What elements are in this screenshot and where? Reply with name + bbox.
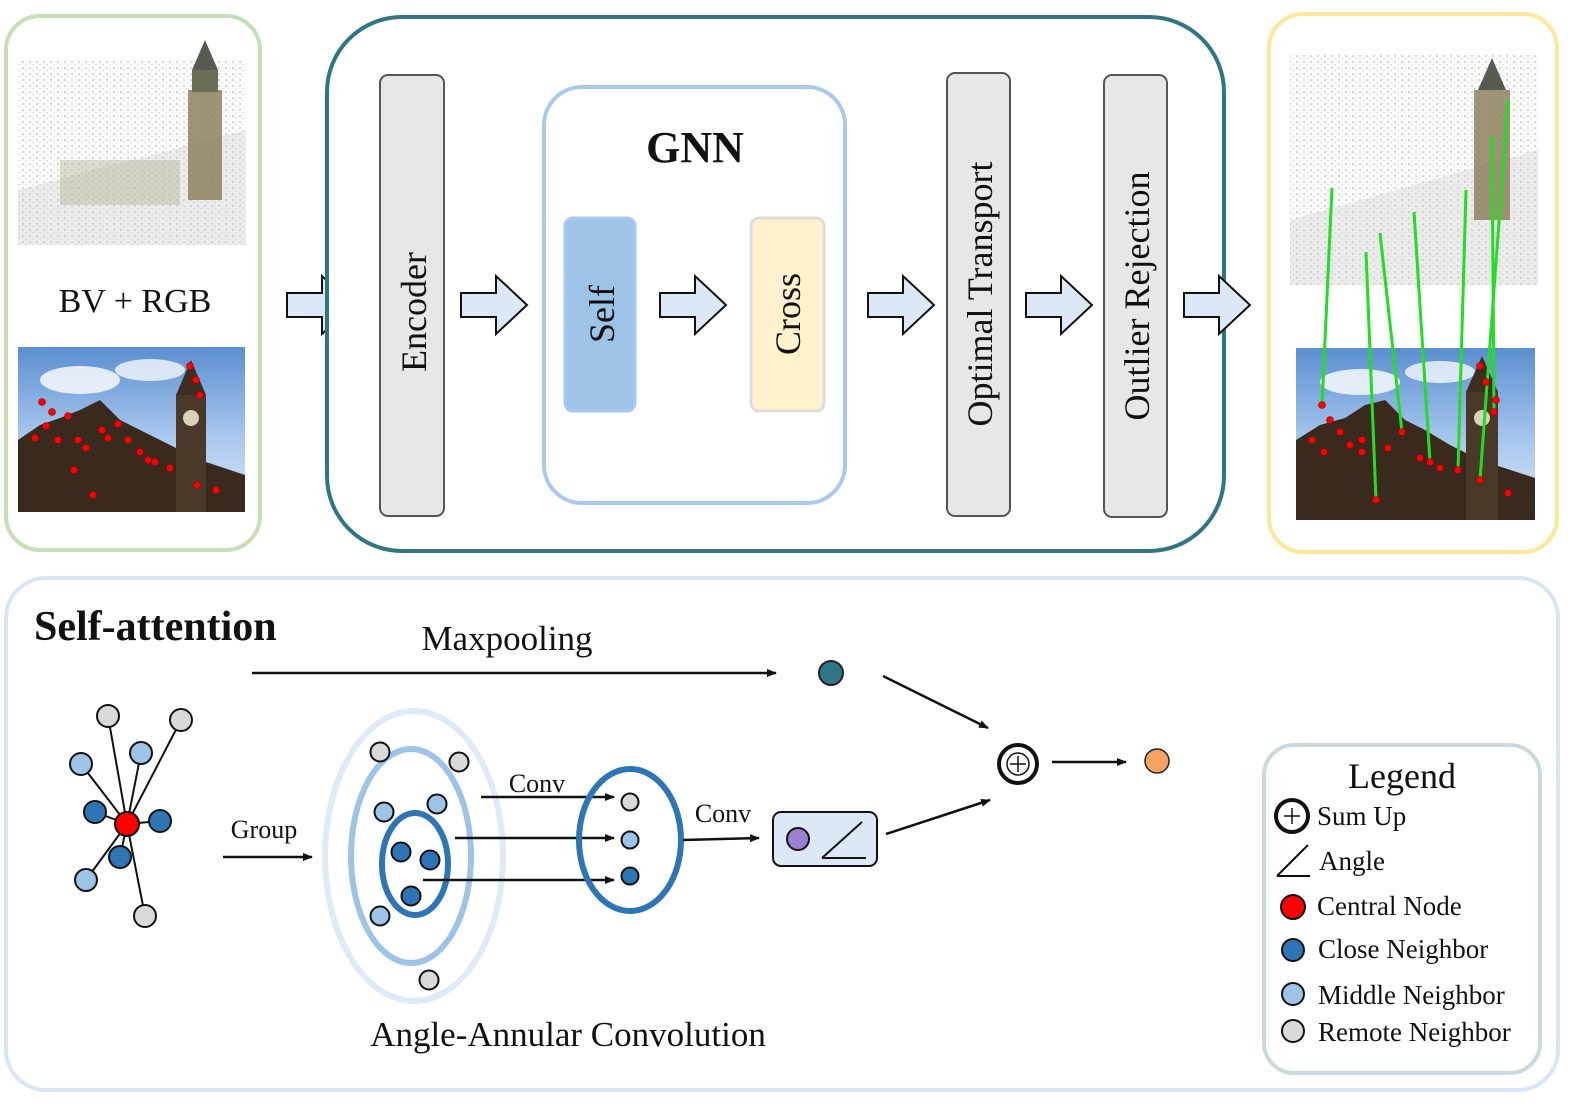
group-label: Group <box>231 815 297 844</box>
outlier-rejection-label: Outlier Rejection <box>1117 172 1157 421</box>
legend-border <box>1262 743 1542 1075</box>
flow-arrow-6 <box>1183 273 1252 337</box>
legend-label-close: Close Neighbor <box>1318 934 1488 964</box>
legend-label-remote: Remote Neighbor <box>1318 1017 1511 1047</box>
match-lines <box>1320 99 1510 501</box>
output-keypoints <box>1308 362 1512 504</box>
point-cloud-image <box>18 40 246 245</box>
input-panel: BV + RGB <box>4 14 262 552</box>
legend-label-sum: Sum Up <box>1317 801 1406 831</box>
encoder-label: Encoder <box>394 252 434 372</box>
pipeline-panel: Encoder GNN Self Cross Optimal Transport… <box>325 15 1226 553</box>
central-node-icon <box>1280 894 1306 920</box>
middle-neighbor-icon <box>1281 982 1305 1006</box>
encoder-block <box>379 74 445 517</box>
rgb-image <box>18 347 245 512</box>
input-label: BV + RGB <box>59 283 212 320</box>
legend-label-middle: Middle Neighbor <box>1318 980 1505 1010</box>
angle-feature-icon <box>821 821 866 859</box>
self-block <box>563 216 637 413</box>
cross-block <box>749 216 826 413</box>
conv-output-remote <box>620 792 640 812</box>
legend: Legend Sum Up Angle Central Node Close N… <box>1262 743 1542 1075</box>
angle-feature-node <box>786 827 810 851</box>
gnn-title: GNN <box>646 123 744 172</box>
self-attention-title: Self-attention <box>34 604 277 650</box>
maxpooling-label: Maxpooling <box>421 619 592 658</box>
close-neighbor-icon <box>1281 938 1305 962</box>
flow-arrow-4 <box>867 273 936 337</box>
output-point-cloud <box>1290 55 1538 285</box>
flow-arrow-3 <box>659 273 728 337</box>
sum-node <box>997 743 1039 785</box>
legend-title: Legend <box>1348 756 1456 796</box>
self-label: Self <box>582 285 622 343</box>
annular-rings <box>322 708 506 1004</box>
angle-to-sum-arrow <box>885 798 991 836</box>
central-node <box>114 811 140 837</box>
outlier-rejection-block <box>1103 74 1168 518</box>
angle-annular-caption: Angle-Annular Convolution <box>370 1015 766 1054</box>
optimal-transport-block <box>946 72 1011 517</box>
output-node <box>1144 748 1170 774</box>
angle-icon <box>1276 844 1310 877</box>
maxpool-node <box>818 660 844 686</box>
flow-arrow-2 <box>460 273 529 337</box>
output-rgb-image <box>1296 348 1535 520</box>
remote-neighbor-icon <box>1281 1019 1305 1043</box>
conv-output-middle <box>620 830 640 850</box>
conv-output-ring <box>576 766 684 914</box>
sum-icon <box>1274 798 1310 834</box>
angle-feature-box <box>772 811 878 867</box>
rgb-keypoints <box>31 362 220 499</box>
optimal-transport-label: Optimal Transport <box>960 161 1000 426</box>
conv-label-1: Conv <box>509 769 565 798</box>
conv-label-2: Conv <box>695 799 751 828</box>
neighbor-graph <box>69 704 193 928</box>
maxpool-to-sum-arrow <box>882 674 989 730</box>
output-panel <box>1267 12 1559 554</box>
conv-arrow-2 <box>682 834 760 843</box>
flow-arrow-5 <box>1025 273 1094 337</box>
legend-label-angle: Angle <box>1319 846 1385 876</box>
self-attention-panel: Self-attention Maxpooling <box>4 576 1560 1092</box>
legend-label-central: Central Node <box>1317 891 1462 921</box>
cross-label: Cross <box>768 273 808 355</box>
conv-output-close <box>620 866 640 886</box>
